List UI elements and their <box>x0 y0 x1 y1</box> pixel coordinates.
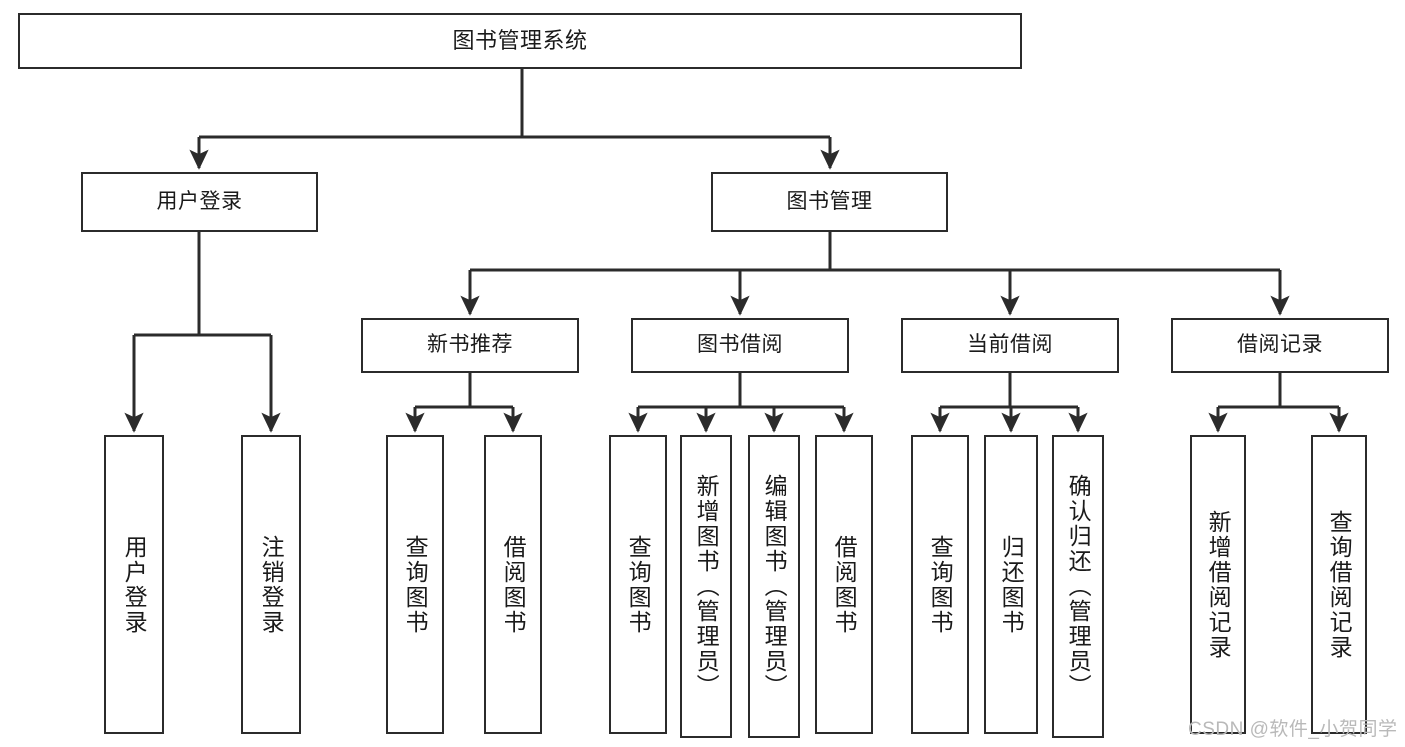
node-label: 注销登录 <box>258 534 285 635</box>
node-label: 用户登录 <box>121 534 148 635</box>
node-leaf-query-borrow-record[interactable]: 查询借阅记录 <box>1311 435 1367 734</box>
node-leaf-query-book-cb[interactable]: 查询图书 <box>911 435 969 734</box>
node-leaf-user-login[interactable]: 用户登录 <box>104 435 164 734</box>
node-leaf-logout[interactable]: 注销登录 <box>241 435 301 734</box>
node-user-login[interactable]: 用户登录 <box>81 172 318 232</box>
node-label: 编辑图书（管理员） <box>761 474 788 699</box>
node-label: 查询借阅记录 <box>1326 509 1353 660</box>
node-leaf-edit-book-admin[interactable]: 编辑图书（管理员） <box>748 435 800 738</box>
node-borrow-record[interactable]: 借阅记录 <box>1171 318 1389 373</box>
node-leaf-confirm-return-admin[interactable]: 确认归还（管理员） <box>1052 435 1104 738</box>
node-label: 借阅记录 <box>1237 333 1323 357</box>
node-label: 归还图书 <box>998 534 1025 635</box>
node-root-system[interactable]: 图书管理系统 <box>18 13 1022 69</box>
node-label: 新增借阅记录 <box>1205 509 1232 660</box>
node-label: 借阅图书 <box>831 534 858 635</box>
node-label: 查询图书 <box>927 534 954 635</box>
node-leaf-borrow-book-bb[interactable]: 借阅图书 <box>815 435 873 734</box>
node-label: 图书管理系统 <box>452 28 588 54</box>
node-leaf-borrow-book-nbr[interactable]: 借阅图书 <box>484 435 542 734</box>
node-label: 查询图书 <box>625 534 652 635</box>
node-label: 用户登录 <box>156 189 243 213</box>
node-label: 新增图书（管理员） <box>693 474 720 699</box>
node-new-book-recommend[interactable]: 新书推荐 <box>361 318 579 373</box>
node-label: 确认归还（管理员） <box>1065 474 1092 699</box>
node-label: 图书借阅 <box>697 333 783 357</box>
node-leaf-return-book[interactable]: 归还图书 <box>984 435 1038 734</box>
node-leaf-query-book-nbr[interactable]: 查询图书 <box>386 435 444 734</box>
node-book-management[interactable]: 图书管理 <box>711 172 948 232</box>
node-label: 当前借阅 <box>967 333 1053 357</box>
watermark: CSDN @软件_小贺同学 <box>1188 719 1398 740</box>
node-current-borrow[interactable]: 当前借阅 <box>901 318 1119 373</box>
node-leaf-add-borrow-record[interactable]: 新增借阅记录 <box>1190 435 1246 734</box>
node-book-borrow[interactable]: 图书借阅 <box>631 318 849 373</box>
node-leaf-add-book-admin[interactable]: 新增图书（管理员） <box>680 435 732 738</box>
node-label: 图书管理 <box>786 189 873 213</box>
node-label: 新书推荐 <box>427 333 513 357</box>
node-label: 查询图书 <box>402 534 429 635</box>
node-label: 借阅图书 <box>500 534 527 635</box>
node-leaf-query-book-bb[interactable]: 查询图书 <box>609 435 667 734</box>
